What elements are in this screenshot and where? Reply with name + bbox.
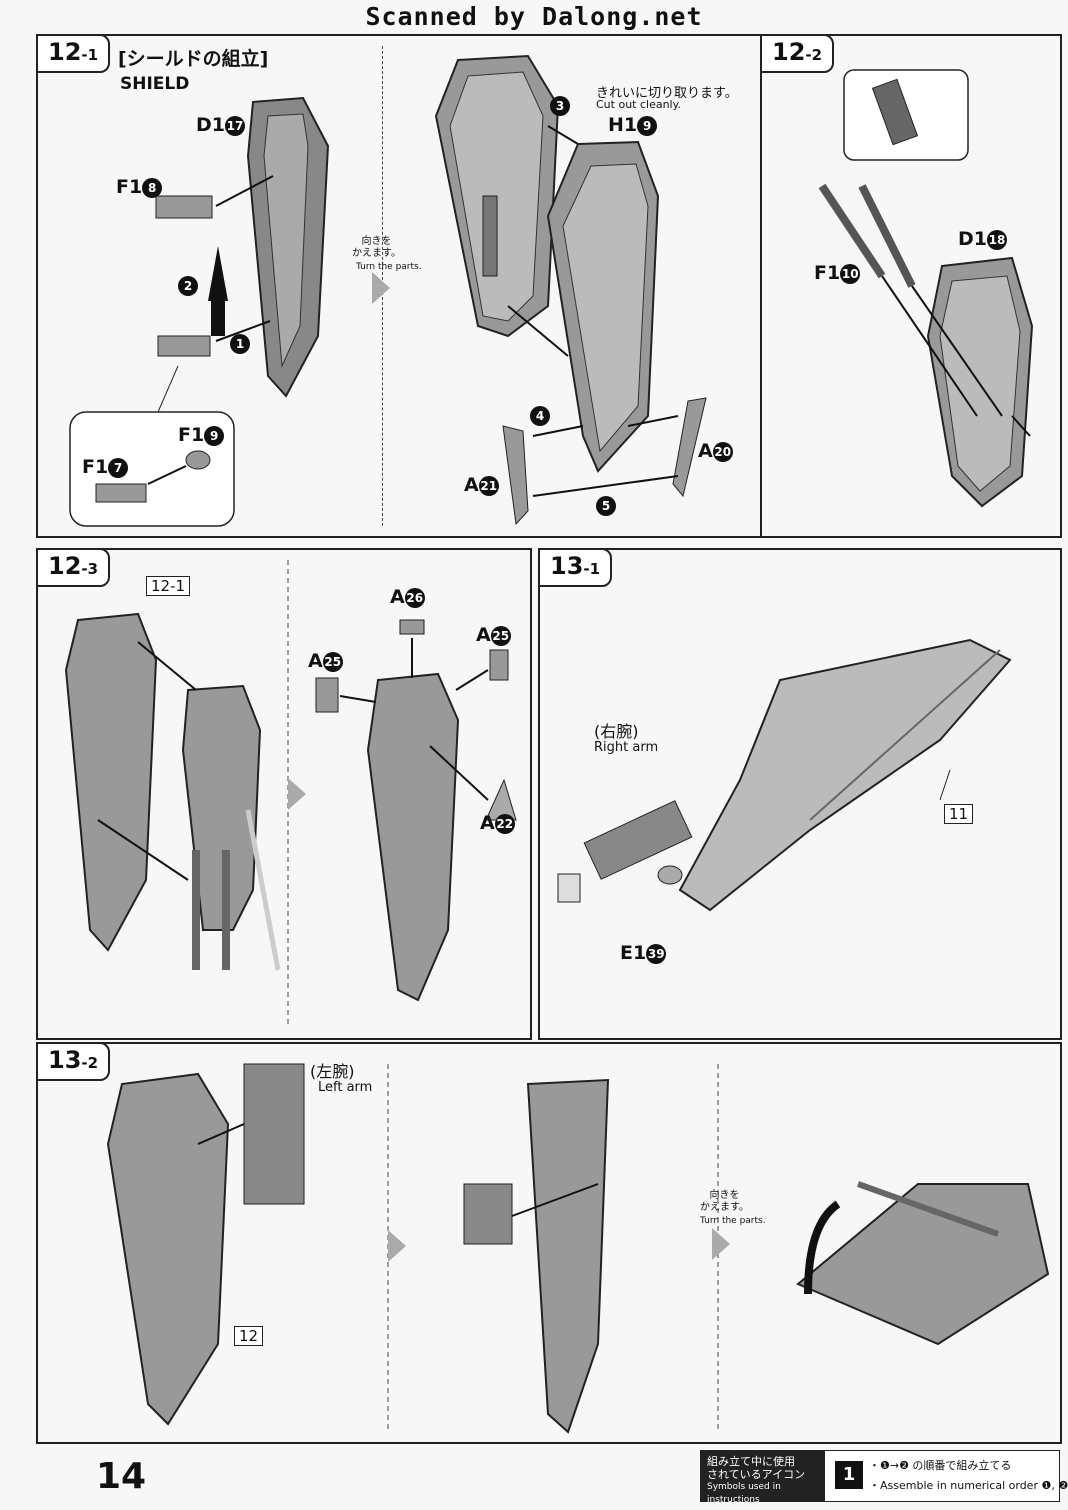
step-tag-12-2: 12-2 bbox=[762, 36, 835, 73]
cut-note-ja: きれいに切り取ります。 bbox=[596, 86, 738, 101]
next-arrow-13-2-a bbox=[388, 1230, 406, 1262]
ref-box-12: 12 bbox=[234, 1326, 264, 1346]
ref-box-12-1: 12-1 bbox=[146, 576, 191, 596]
cut-note-en: Cut out cleanly. bbox=[596, 98, 682, 111]
shield-title-en: SHIELD bbox=[120, 74, 190, 94]
step-number-1: 1 bbox=[230, 334, 250, 354]
turn-note-13-2-en: Turn the parts. bbox=[700, 1216, 766, 1226]
legend-title: 組み立て中に使用 されているアイコン Symbols used in instr… bbox=[701, 1451, 825, 1505]
turn-note-13-2-ja: 向きをかえます。 bbox=[700, 1190, 749, 1213]
numbered-step-icon: 1 bbox=[835, 1461, 863, 1489]
shield-combined-illustration bbox=[64, 560, 517, 1028]
next-arrow-12-1 bbox=[372, 272, 390, 304]
shield-rods-illustration bbox=[818, 69, 1034, 508]
bazooka-illustration bbox=[557, 638, 1012, 912]
next-arrow-13-2-b bbox=[712, 1228, 730, 1260]
turn-note-en: Turn the parts. bbox=[356, 262, 422, 272]
icon-legend: 組み立て中に使用 されているアイコン Symbols used in instr… bbox=[700, 1450, 1068, 1505]
step-number-3: 3 bbox=[550, 96, 570, 116]
step-tag-13-1: 13-1 bbox=[540, 550, 613, 587]
left-arm-ja: (左腕) bbox=[310, 1062, 355, 1081]
page-number: 14 bbox=[96, 1456, 147, 1497]
next-arrow-12-3 bbox=[288, 778, 306, 810]
legend-desc-ja: ・❶→❷ の順番で組み立てる bbox=[869, 1459, 1012, 1472]
step-tag-13-2: 13-2 bbox=[38, 1044, 111, 1081]
step-number-4: 4 bbox=[530, 406, 550, 426]
ref-box-11: 11 bbox=[944, 804, 974, 824]
step-tag-12-1: 12-1 bbox=[38, 36, 111, 73]
legend-desc-en: ・Assemble in numerical order ❶, ❷... bbox=[869, 1479, 1068, 1492]
shield-outer-illustration bbox=[69, 54, 707, 527]
left-arm-en: Left arm bbox=[318, 1080, 373, 1095]
shield-title-ja: [シールドの組立] bbox=[118, 48, 269, 70]
turn-note-ja: 向きをかえます。 bbox=[352, 236, 401, 259]
panel-step-13-2: 13-2 (左腕) Left arm 12 向きをかえます。 Turn the … bbox=[36, 1042, 1062, 1444]
right-arm-ja: (右腕) bbox=[594, 722, 639, 741]
step-number-5: 5 bbox=[596, 496, 616, 516]
shield-mount-illustration bbox=[106, 1063, 1050, 1434]
scanner-watermark: Scanned by Dalong.net bbox=[365, 2, 703, 31]
step-tag-12-3: 12-3 bbox=[38, 550, 111, 587]
step-number-2: 2 bbox=[178, 276, 198, 296]
right-arm-en: Right arm bbox=[594, 740, 659, 755]
panel-step-12-3: 12-3 12-1 12-1 A26 A25 A25 A22 bbox=[36, 548, 532, 1040]
